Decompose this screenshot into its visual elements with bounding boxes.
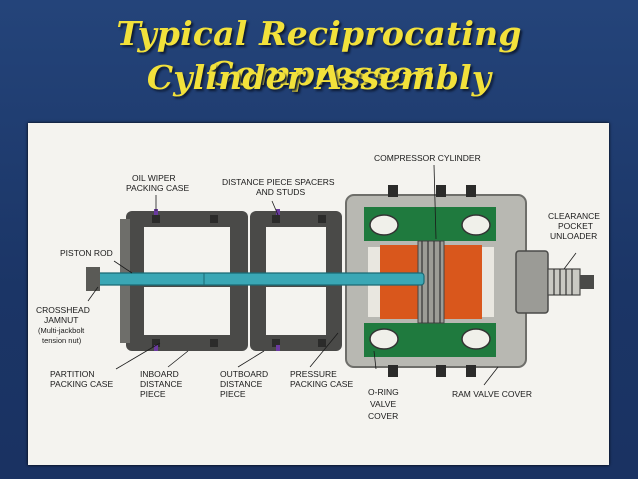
label-outboard-line1: OUTBOARD xyxy=(220,369,268,379)
label-oil-wiper-line2: PACKING CASE xyxy=(126,183,189,193)
label-crosshead-line4: tension nut) xyxy=(42,336,82,345)
label-oring-line2: VALVE xyxy=(370,399,396,409)
label-partition-line1: PARTITION xyxy=(50,369,95,379)
label-oil-wiper-line1: OIL WIPER xyxy=(132,173,176,183)
label-clearance-line3: UNLOADER xyxy=(550,231,597,241)
label-compressor-cylinder: COMPRESSOR CYLINDER xyxy=(374,153,481,163)
label-oring-line1: O-RING xyxy=(368,387,399,397)
label-distance-spacers-line2: AND STUDS xyxy=(256,187,305,197)
label-piston-rod: PISTON ROD xyxy=(60,248,113,258)
clearance-pocket-unloader xyxy=(515,250,594,314)
label-distance-spacers-line1: DISTANCE PIECE SPACERS xyxy=(222,177,335,187)
label-ram-valve-cover: RAM VALVE COVER xyxy=(452,389,532,399)
label-crosshead-line3: (Multi-jackbolt xyxy=(38,326,85,335)
label-crosshead-line2: JAMNUT xyxy=(44,315,78,325)
piston-rod xyxy=(86,267,425,291)
label-inboard-line1: INBOARD xyxy=(140,369,179,379)
label-clearance-line2: POCKET xyxy=(558,221,593,231)
packing-cases xyxy=(154,209,280,351)
slide-title-line2: Cylinder Assembly xyxy=(146,58,492,97)
label-partition-line2: PACKING CASE xyxy=(50,379,113,389)
cylinder-assembly-diagram: COMPRESSOR CYLINDER OIL WIPER PACKING CA… xyxy=(36,153,600,421)
label-outboard-line2: DISTANCE xyxy=(220,379,263,389)
diagram-panel: COMPRESSOR CYLINDER OIL WIPER PACKING CA… xyxy=(28,123,609,465)
slide-title-line1: Typical Reciprocating Compressor xyxy=(116,14,522,93)
label-oring-line3: COVER xyxy=(368,411,398,421)
label-clearance-line1: CLEARANCE xyxy=(548,211,600,221)
leader-lines xyxy=(87,164,577,386)
label-inboard-line2: DISTANCE xyxy=(140,379,183,389)
compressor-cylinder xyxy=(345,185,527,377)
outboard-distance-piece xyxy=(250,211,342,351)
label-pressure-line1: PRESSURE xyxy=(290,369,337,379)
distance-piece-studs xyxy=(152,215,326,347)
label-inboard-line3: PIECE xyxy=(140,389,166,399)
label-crosshead-line1: CROSSHEAD xyxy=(36,305,90,315)
label-pressure-line2: PACKING CASE xyxy=(290,379,353,389)
label-outboard-line3: PIECE xyxy=(220,389,246,399)
